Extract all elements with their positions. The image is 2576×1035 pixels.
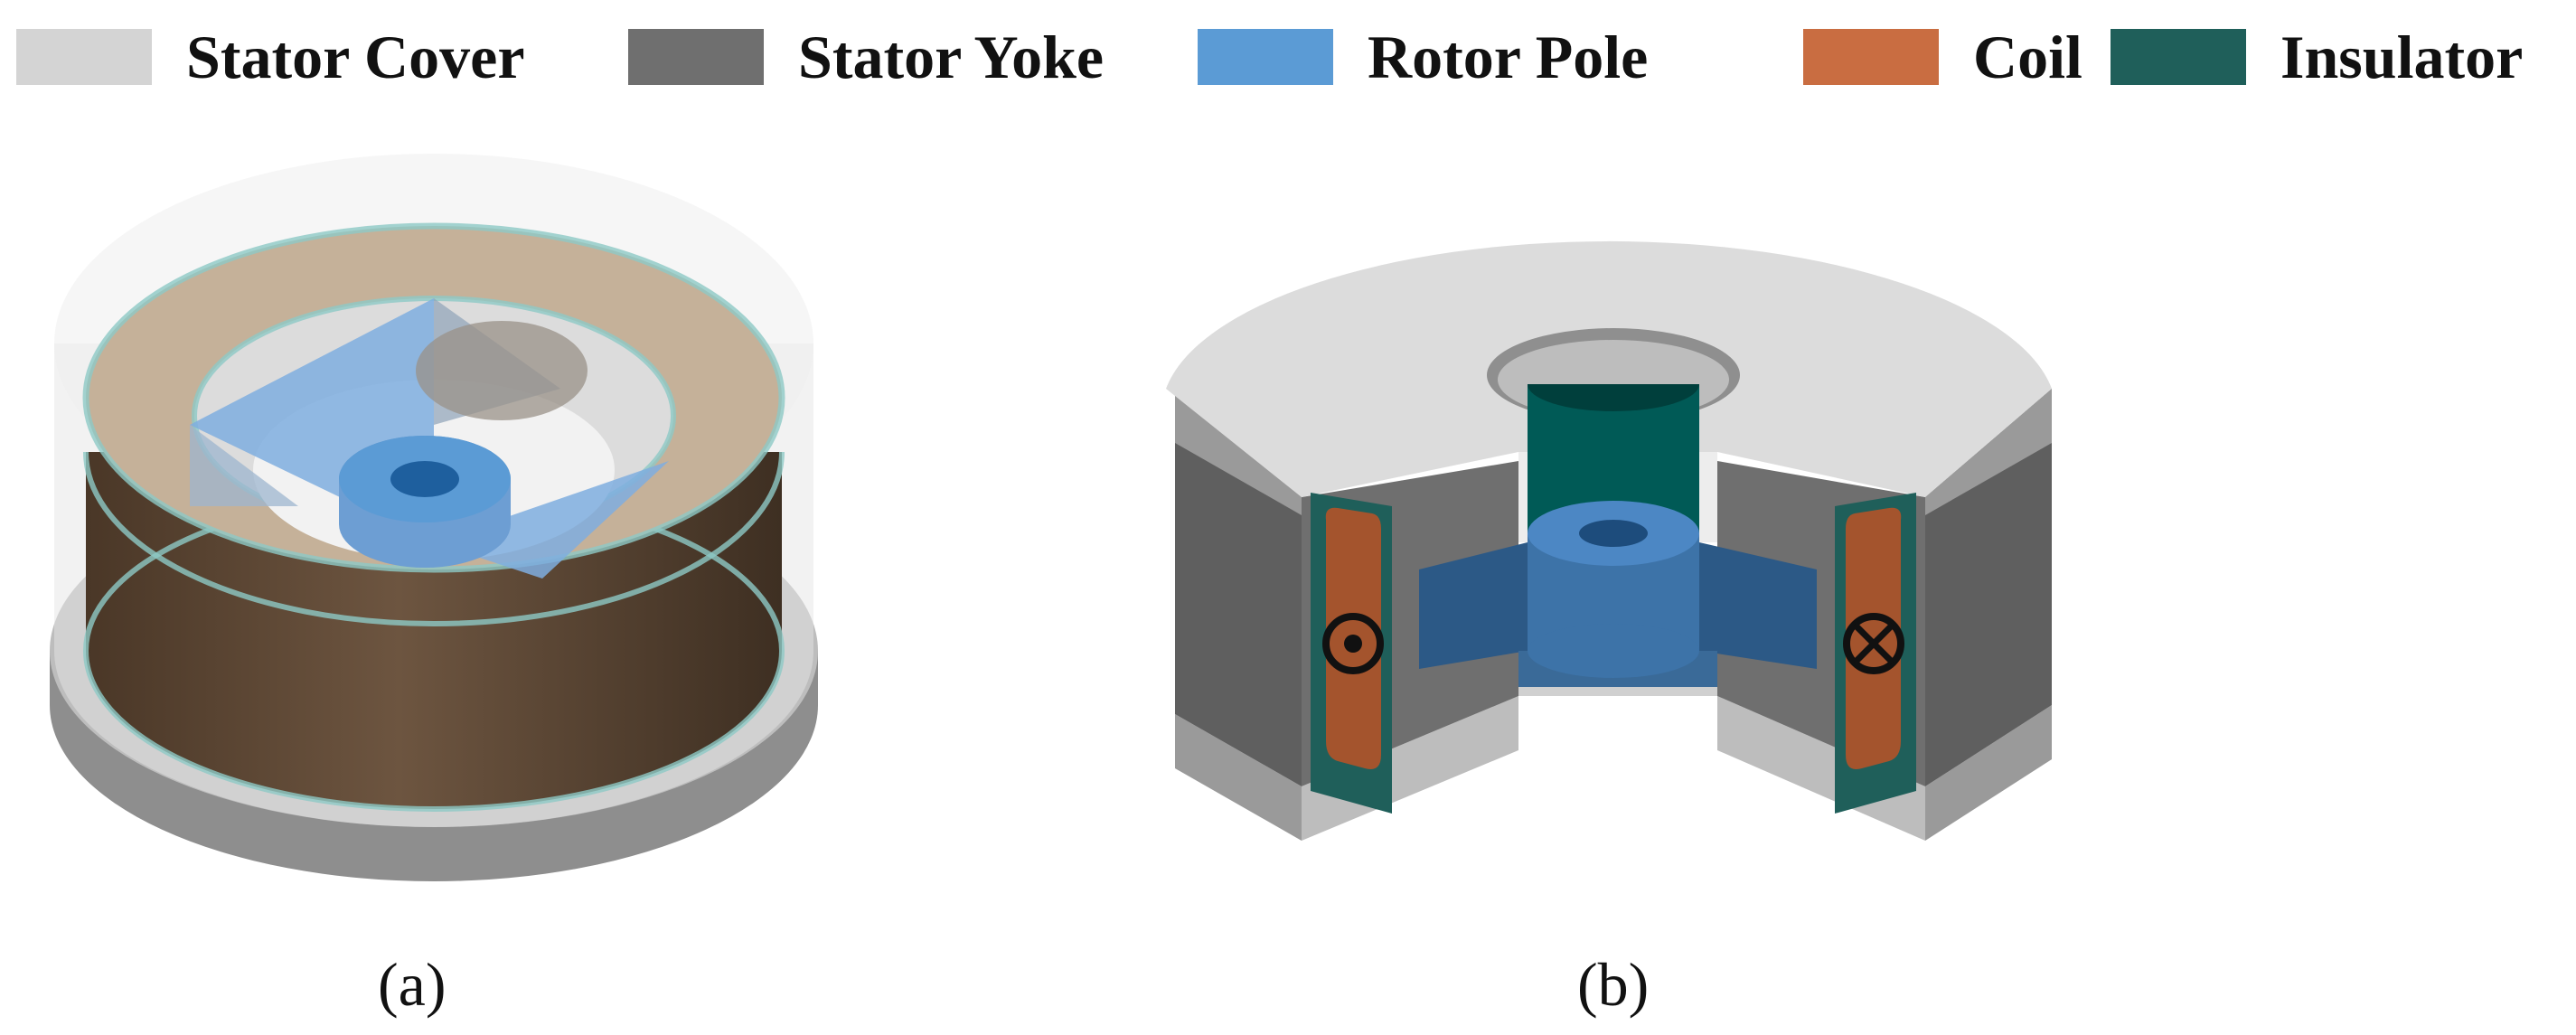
legend-item-stator-yoke: Stator Yoke (628, 23, 1104, 91)
panel-a-drawing (50, 154, 818, 881)
cutaway-rotor-pole (1419, 501, 1817, 687)
insulator-swatch (2111, 29, 2246, 85)
legend: Stator Cover Stator Yoke Rotor Pole Coil… (0, 0, 2576, 108)
rotor-pole-swatch (1198, 29, 1333, 85)
panel-a-label: (a) (378, 950, 447, 1019)
coil-swatch (1803, 29, 1939, 85)
legend-item-stator-cover: Stator Cover (16, 23, 525, 91)
legend-label: Coil (1973, 22, 2082, 91)
current-out-of-page-icon (1322, 613, 1384, 674)
panel-b-drawing (1166, 240, 2052, 841)
legend-item-insulator: Insulator (2111, 23, 2523, 91)
stator-yoke-swatch (628, 29, 764, 85)
figure-panels (50, 154, 2052, 881)
legend-item-rotor-pole: Rotor Pole (1198, 23, 1648, 91)
legend-label: Rotor Pole (1368, 22, 1649, 91)
cutaway-bottom-cover (1175, 696, 2052, 841)
legend-label: Stator Cover (186, 22, 525, 91)
rotor-pole-assembly (190, 298, 669, 579)
stator-cover-swatch (16, 29, 152, 85)
cutaway-right-coil (1835, 493, 1916, 814)
legend-item-coil: Coil (1803, 23, 2082, 91)
legend-label: Insulator (2280, 22, 2524, 91)
legend-label: Stator Yoke (798, 22, 1105, 91)
cutaway-left-coil (1311, 493, 1392, 814)
panel-b-label: (b) (1577, 950, 1650, 1019)
current-into-page-icon (1843, 613, 1904, 674)
